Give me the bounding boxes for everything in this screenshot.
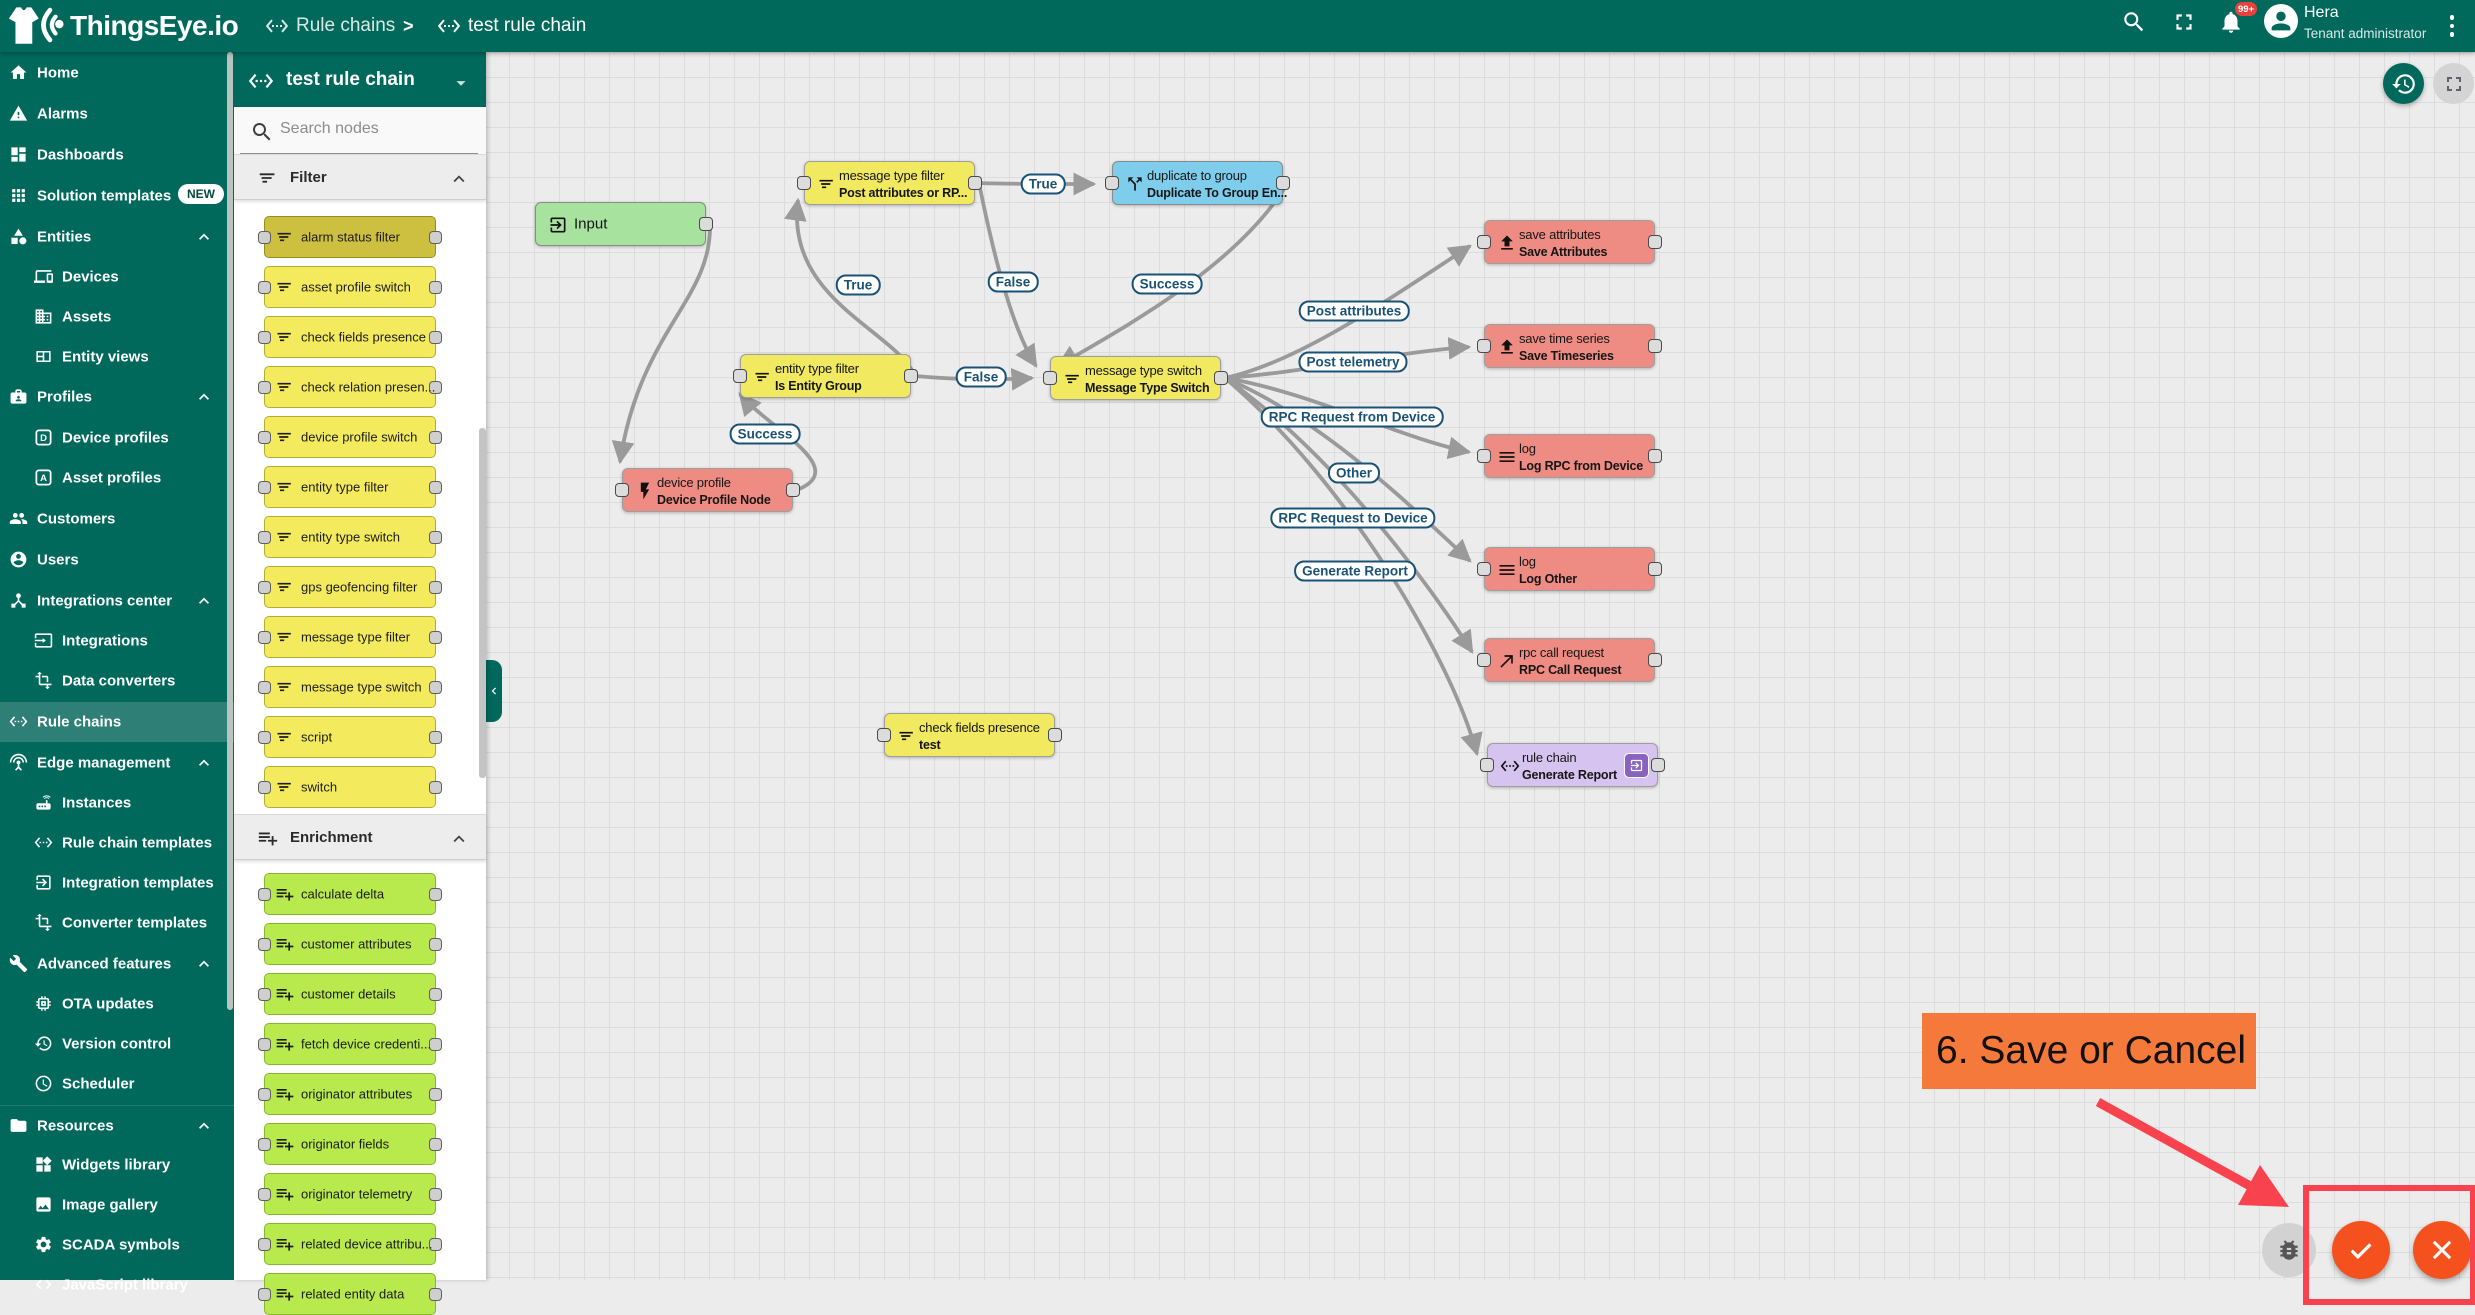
svg-text:D: D: [40, 433, 47, 444]
svg-text:A: A: [40, 473, 47, 484]
